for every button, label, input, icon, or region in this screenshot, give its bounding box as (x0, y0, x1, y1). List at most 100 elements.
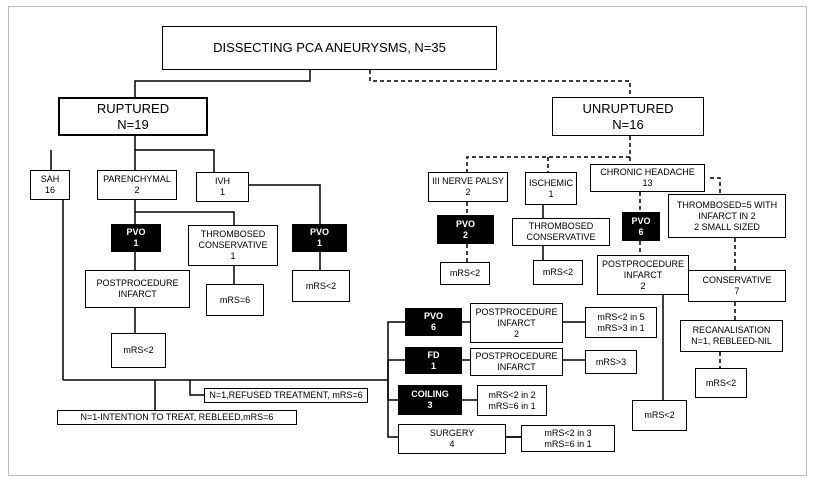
thrombosed-line-3: 2 SMALL SIZED (694, 221, 760, 232)
unruptured-pvo-box-1: PVO 2 (437, 215, 494, 244)
nerve-palsy-count: 2 (465, 187, 471, 197)
refused-treatment-label: N=1,REFUSED TREATMENT, mRS=6 (209, 390, 363, 400)
mrs-value: mRS<2 (123, 345, 154, 355)
coiling-label: COILING (411, 389, 449, 399)
surgery-mrs-box: mRS<2 in 3 mRS=6 in 1 (521, 425, 615, 452)
ruptured-postprocedure-box: POSTPROCEDURE INFARCT (85, 270, 190, 308)
pvo-count: 2 (462, 229, 468, 240)
recanalisation-box: RECANALISATION N=1, REBLEED-NIL (680, 320, 783, 352)
thrombosed-line-1: THROMBOSED=5 WITH (676, 199, 778, 210)
conservative-label: CONSERVATIVE (526, 232, 596, 242)
ruptured-count: N=19 (117, 116, 149, 132)
ivh-count: 1 (219, 187, 225, 197)
postprocedure-label: POSTPROCEDURE (475, 351, 558, 361)
mrs-line-1: mRS<2 in 5 (597, 311, 645, 322)
treatment-pvo-postprocedure-box: POSTPROCEDURE INFARCT 2 (470, 303, 563, 343)
nerve-palsy-box: III NERVE PALSY 2 (428, 172, 508, 202)
infarct-label: INFARCT (497, 317, 536, 328)
ruptured-label: RUPTURED (96, 100, 170, 116)
pvo-count: 1 (316, 238, 322, 248)
figure-frame (8, 6, 807, 476)
ruptured-mrs2-box-ivh: mRS<2 (292, 270, 350, 302)
conservative-label: CONSERVATIVE (702, 275, 772, 285)
sah-box: SAH 16 (30, 170, 70, 200)
unruptured-postprocedure-box: POSTPROCEDURE INFARCT 2 (597, 255, 689, 295)
conservative-count: 7 (734, 286, 740, 296)
postprocedure-label: POSTPROCEDURE (96, 278, 179, 288)
unruptured-mrs2-box-1: mRS<2 (440, 262, 490, 285)
pvo-count: 1 (133, 238, 139, 248)
headache-count: 13 (642, 178, 653, 188)
coiling-count: 3 (427, 400, 433, 410)
treatment-pvo-box: PVO 6 (405, 308, 462, 336)
pvo-count: 6 (638, 226, 644, 237)
thrombosed-label: THROMBOSED (200, 229, 266, 239)
thrombosed-label: THROMBOSED (528, 221, 594, 231)
ivh-label: IVH (214, 176, 230, 186)
parenchymal-count: 2 (134, 185, 140, 195)
chronic-headache-box: CHRONIC HEADACHE 13 (590, 164, 705, 192)
mrs-value: mRS<2 (542, 267, 574, 277)
parenchymal-label: PARENCHYMAL (103, 174, 171, 184)
recanalisation-detail: N=1, REBLEED-NIL (691, 336, 772, 346)
mrs-value: mRS<2 (449, 268, 481, 278)
surgery-count: 4 (449, 439, 455, 449)
intention-to-treat-label: N=1-INTENTION TO TREAT, REBLEED,mRS=6 (80, 412, 274, 422)
unruptured-box: UNRUPTURED N=16 (552, 97, 704, 136)
pvo-count: 6 (430, 322, 436, 332)
mrs-value: mRS<2 (644, 410, 675, 420)
ischemic-count: 1 (548, 188, 554, 199)
thrombosed-line-2: INFARCT IN 2 (698, 210, 756, 221)
fd-label: FD (427, 349, 440, 360)
fd-postprocedure-box: POSTPROCEDURE INFARCT (470, 348, 563, 376)
unruptured-mrs2-box-3: mRS<2 (695, 368, 747, 398)
fd-count: 1 (430, 360, 436, 371)
sah-count: 16 (44, 185, 55, 195)
mrs-value: mRS>3 (595, 356, 627, 367)
root-label: DISSECTING PCA ANEURYSMS, N=35 (213, 40, 446, 55)
ruptured-thrombosed-box: THROMBOSED CONSERVATIVE 1 (188, 225, 278, 266)
intention-to-treat-box: N=1-INTENTION TO TREAT, REBLEED,mRS=6 (57, 410, 297, 425)
ruptured-mrs6-box: mRS=6 (206, 284, 264, 316)
mrs-value: mRS=6 (219, 294, 251, 305)
unruptured-pvo-box-2: PVO 6 (622, 212, 660, 241)
conservative-label: CONSERVATIVE (198, 240, 268, 250)
headache-label: CHRONIC HEADACHE (600, 167, 695, 177)
nerve-palsy-label: III NERVE PALSY (432, 176, 504, 186)
infarct-label: INFARCT (118, 289, 157, 299)
treatment-pvo-mrs-box: mRS<2 in 5 mRS>3 in 1 (585, 307, 657, 338)
mrs-value: mRS<2 (705, 377, 737, 388)
infarct-count: 2 (640, 280, 646, 291)
mrs-value: mRS<2 (305, 280, 337, 291)
unruptured-mrs2-box-2: mRS<2 (533, 260, 583, 285)
ivh-box: IVH 1 (196, 172, 249, 202)
pvo-label: PVO (126, 227, 146, 237)
refused-treatment-box: N=1,REFUSED TREATMENT, mRS=6 (204, 388, 368, 403)
unruptured-label: UNRUPTURED (582, 100, 674, 116)
conservative-box: CONSERVATIVE 7 (688, 270, 786, 302)
ruptured-mrs2-box: mRS<2 (111, 333, 166, 368)
unruptured-count: N=16 (612, 116, 644, 132)
ischemic-box: ISCHEMIC 1 (525, 172, 577, 205)
surgery-box: SURGERY 4 (398, 424, 506, 454)
mrs-line-2: mRS>3 in 1 (597, 322, 645, 333)
thrombosed-count: 1 (230, 251, 236, 261)
mrs-line-1: mRS<2 in 2 (488, 389, 536, 400)
coiling-mrs-box: mRS<2 in 2 mRS=6 in 1 (477, 385, 547, 416)
pvo-label: PVO (455, 218, 475, 229)
sah-label: SAH (40, 174, 60, 184)
surgery-label: SURGERY (429, 428, 475, 438)
infarct-label: INFARCT (623, 269, 663, 280)
pvo-label: PVO (631, 215, 651, 226)
fd-mrs-box: mRS>3 (585, 350, 637, 374)
ischemic-label: ISCHEMIC (529, 177, 574, 188)
parenchymal-box: PARENCHYMAL 2 (97, 170, 177, 200)
mrs-line-2: mRS=6 in 1 (544, 438, 592, 449)
mrs-line-1: mRS<2 in 3 (544, 427, 592, 438)
fd-box: FD 1 (405, 347, 462, 374)
unruptured-mrs2-box-4: mRS<2 (632, 400, 687, 431)
infarct-count: 2 (513, 328, 519, 339)
root-box: DISSECTING PCA ANEURYSMS, N=35 (162, 26, 497, 70)
postprocedure-label: POSTPROCEDURE (475, 306, 558, 317)
